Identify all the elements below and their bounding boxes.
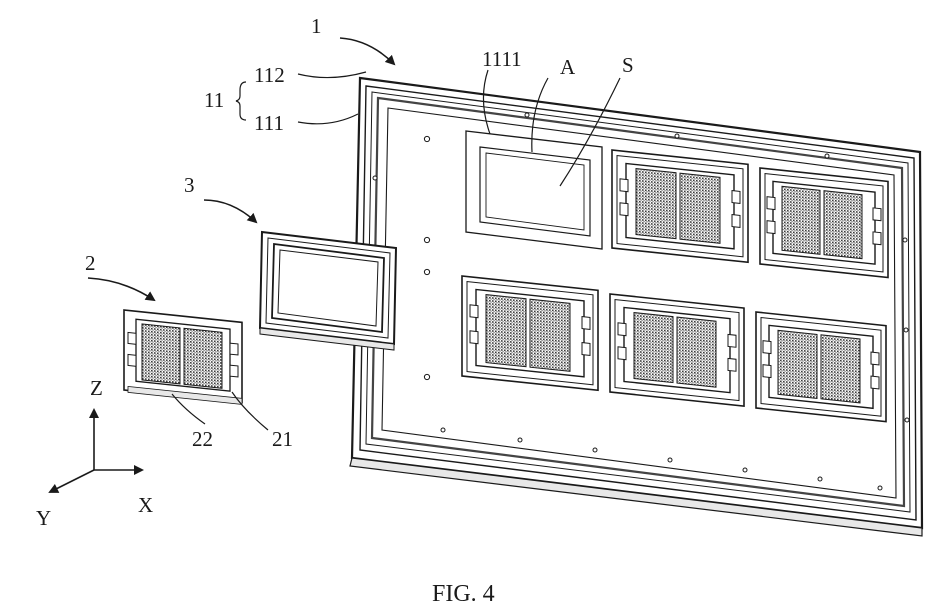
- label-22: 22: [192, 427, 213, 451]
- brace-11: [236, 82, 246, 120]
- label-A: A: [560, 55, 576, 79]
- label-11: 11: [204, 88, 224, 112]
- tray-1: [350, 78, 922, 536]
- label-1: 1: [311, 14, 322, 38]
- label-1111: 1111: [482, 47, 522, 71]
- leader-112: [298, 72, 366, 78]
- adapter-frame-3: [260, 232, 396, 350]
- axis-y-line: [50, 470, 94, 492]
- axis-z-label: Z: [90, 376, 103, 400]
- axis-y-label: Y: [36, 506, 51, 530]
- module-2: [124, 310, 242, 404]
- module-pocket: [760, 168, 888, 277]
- figure-caption: FIG. 4: [432, 581, 495, 607]
- arrow-1: [340, 38, 394, 64]
- label-3: 3: [184, 173, 195, 197]
- leader-111: [298, 114, 358, 124]
- label-21: 21: [272, 427, 293, 451]
- label-S: S: [622, 53, 634, 77]
- label-2: 2: [85, 251, 96, 275]
- module-pocket: [756, 312, 886, 422]
- coordinate-axes: [50, 410, 142, 492]
- arrow-2: [88, 278, 154, 300]
- chip-22: [142, 324, 180, 384]
- label-112: 112: [254, 63, 285, 87]
- module-pocket: [610, 294, 744, 406]
- empty-pocket-1111: [466, 131, 602, 249]
- pocket-floor-S: [486, 153, 584, 230]
- axis-x-label: X: [138, 493, 153, 517]
- label-111: 111: [254, 111, 284, 135]
- module-pocket: [612, 150, 748, 262]
- arrow-3: [204, 200, 256, 222]
- module-pocket: [462, 276, 598, 390]
